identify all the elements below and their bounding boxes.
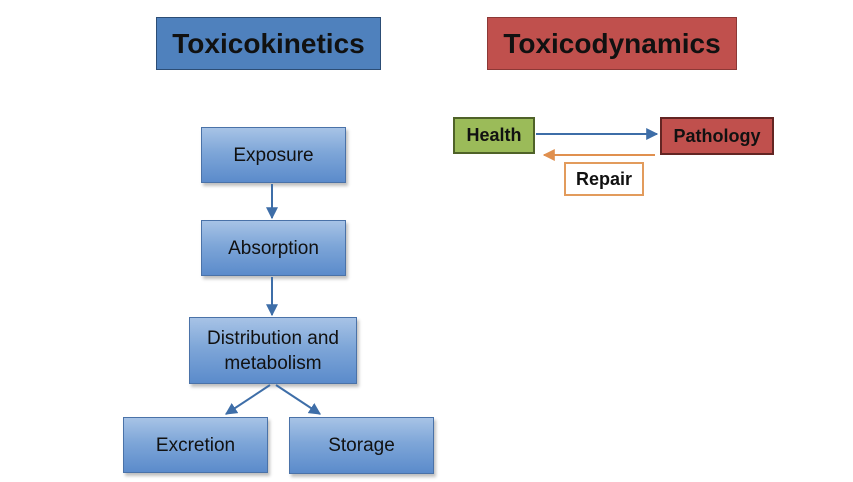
toxicokinetics-title: Toxicokinetics [156, 17, 381, 70]
repair-node: Repair [564, 162, 644, 196]
absorption-node: Absorption [201, 220, 346, 276]
exposure-node: Exposure [201, 127, 346, 183]
toxicodynamics-title: Toxicodynamics [487, 17, 737, 70]
distribution-metabolism-node: Distribution and metabolism [189, 317, 357, 384]
arrow-distribution-to-excretion [224, 384, 271, 415]
health-node: Health [453, 117, 535, 154]
arrow-distribution-to-storage [275, 384, 322, 415]
excretion-node: Excretion [123, 417, 268, 473]
pathology-node: Pathology [660, 117, 774, 155]
storage-node: Storage [289, 417, 434, 474]
